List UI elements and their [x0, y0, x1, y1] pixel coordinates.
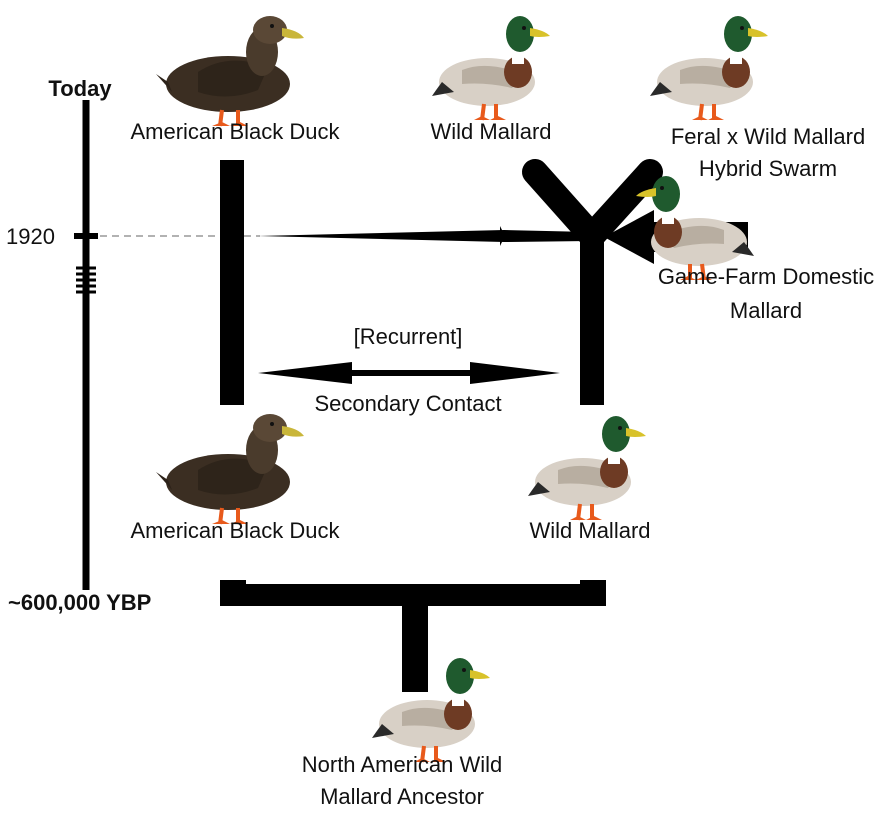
american-black-duck-icon: [154, 412, 306, 526]
y-branch-left: [522, 159, 605, 249]
black-duck-today-label: American Black Duck: [130, 119, 340, 144]
ancestor-label-line2: Mallard Ancestor: [320, 784, 484, 809]
ancestral-stem: [402, 600, 428, 692]
american-black-duck-icon: [154, 14, 306, 128]
black-duck-lineage: [220, 160, 244, 405]
black-duck-past-label: American Black Duck: [130, 518, 340, 543]
timeline-today-label: Today: [48, 76, 112, 101]
mallard-duck-icon: [526, 414, 648, 522]
introgression-wedge: [258, 230, 590, 242]
contact-bottom-label: Secondary Contact: [314, 391, 502, 416]
y-branch-right: [579, 159, 663, 249]
timeline-past-label: ~600,000 YBP: [8, 590, 152, 615]
wild-mallard-past-label: Wild Mallard: [529, 518, 651, 543]
contact-arrow-left-head: [258, 362, 352, 384]
game-farm-arrow-head: [604, 210, 654, 264]
contact-top-label: [Recurrent]: [353, 324, 463, 349]
timeline-1920-label: 1920: [6, 224, 55, 249]
game-farm-label-line2: Mallard: [729, 298, 803, 323]
mallard-duck-icon: [648, 14, 770, 122]
feral-hybrid-label-line1: Feral x Wild Mallard: [670, 124, 866, 149]
mallard-duck-icon: [430, 14, 552, 122]
game-farm-label-line1: Game-Farm Domestic: [657, 264, 875, 289]
wild-mallard-today-label: Wild Mallard: [430, 119, 552, 144]
mallard-lineage: [580, 235, 604, 405]
contact-arrow-right-head: [470, 362, 560, 384]
ancestor-label-line1: North American Wild: [301, 752, 503, 777]
timeline-break-mark: [76, 266, 96, 294]
ancestral-crossbar: [220, 584, 606, 606]
mallard-duck-icon: [370, 656, 492, 764]
feral-hybrid-label-line2: Hybrid Swarm: [698, 156, 838, 181]
